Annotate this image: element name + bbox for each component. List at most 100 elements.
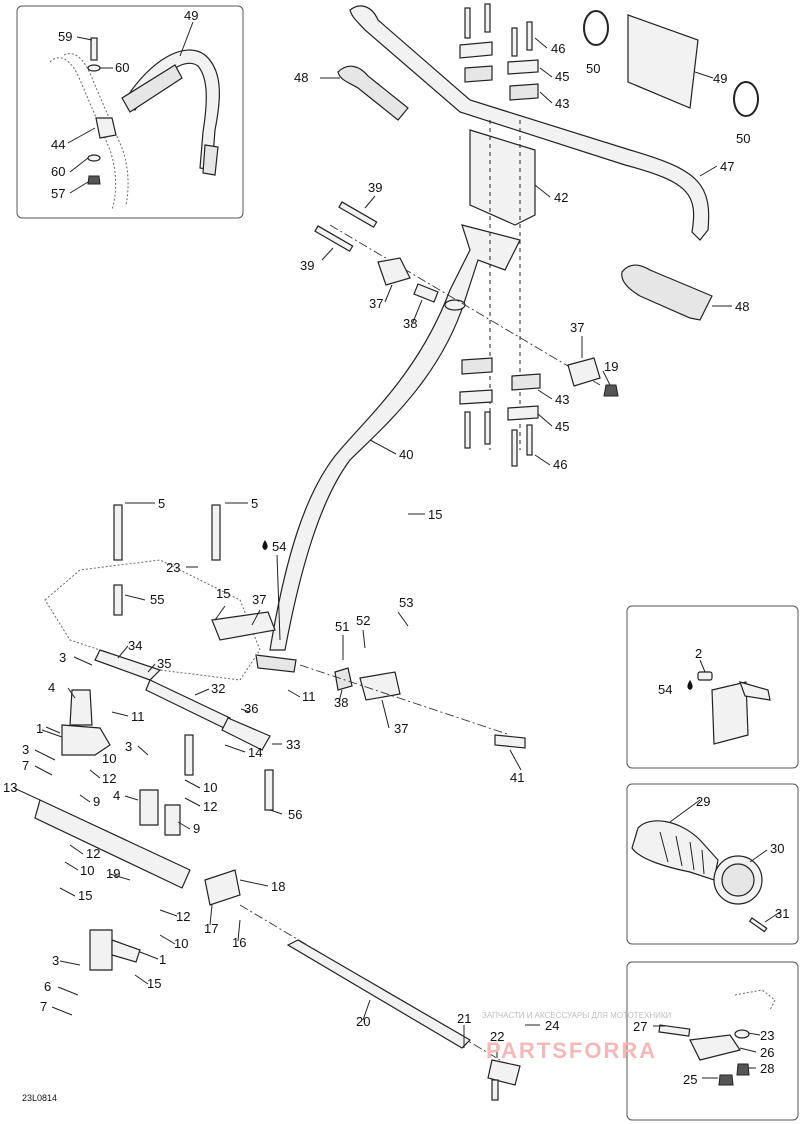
callout: 44 (51, 137, 65, 152)
callout: 12 (176, 909, 190, 924)
callout: 40 (399, 447, 413, 462)
callout: 55 (150, 592, 164, 607)
callout: 11 (131, 709, 145, 724)
callout: 47 (720, 159, 734, 174)
callout: 49 (184, 8, 198, 23)
watermark-tagline: ЗАПЧАСТИ И АКСЕССУАРЫ ДЛЯ МОТОТЕХНИКИ (482, 1011, 672, 1020)
inset-handlebar-drawing (49, 37, 220, 211)
callout: 19 (604, 359, 618, 374)
callout: 5 (251, 496, 258, 511)
callout: 37 (394, 721, 408, 736)
callout: 10 (80, 863, 94, 878)
steering-column-drawing (255, 120, 601, 673)
callout: 26 (760, 1045, 774, 1060)
callout: 11 (302, 689, 316, 704)
callout: 15 (428, 507, 442, 522)
callout: 17 (204, 921, 218, 936)
callout: 7 (22, 758, 29, 773)
screw-drawing (90, 37, 98, 61)
callout: 1 (159, 952, 166, 967)
callout: 9 (93, 794, 100, 809)
callout: 3 (125, 739, 132, 754)
callout: 45 (555, 69, 569, 84)
callout: 35 (157, 656, 171, 671)
callout: 14 (248, 745, 262, 760)
callout: 4 (113, 788, 120, 803)
watermark-brand: PARTSFORRA (486, 1038, 657, 1063)
callout: 43 (555, 392, 569, 407)
callout: 50 (586, 61, 600, 76)
callout: 36 (244, 701, 258, 716)
callout: 41 (510, 770, 524, 785)
callout: 51 (335, 619, 349, 634)
callout: 54 (658, 682, 672, 697)
callout: 33 (286, 737, 300, 752)
callout: 12 (86, 846, 100, 861)
callout: 21 (457, 1011, 471, 1026)
callout: 34 (128, 638, 142, 653)
callout: 59 (58, 29, 72, 44)
callout-labels: 49 59 60 44 60 57 48 46 45 43 50 49 50 4… (3, 8, 789, 1087)
callout: 25 (683, 1072, 697, 1087)
inset-bushing-drawing (697, 671, 771, 745)
callout: 19 (106, 866, 120, 881)
callout: 3 (22, 742, 29, 757)
callout: 60 (115, 60, 129, 75)
callout: 10 (203, 780, 217, 795)
callout: 50 (736, 131, 750, 146)
callout: 27 (633, 1019, 647, 1034)
inset-tie-rod-end-drawing (658, 989, 776, 1086)
callout: 39 (300, 258, 314, 273)
callout: 32 (211, 681, 225, 696)
callout: 39 (368, 180, 382, 195)
callout: 22 (490, 1029, 504, 1044)
callout: 48 (294, 70, 308, 85)
callout: 54 (272, 539, 286, 554)
callout: 60 (51, 164, 65, 179)
leader-lines (13, 21, 781, 1079)
callout: 37 (252, 592, 266, 607)
callout: 1 (36, 721, 43, 736)
callout: 28 (760, 1061, 774, 1076)
callout: 23 (166, 560, 180, 575)
callout: 4 (48, 680, 55, 695)
callout: 9 (193, 821, 200, 836)
lubricant-drop-icon (262, 540, 268, 550)
callout: 10 (102, 751, 116, 766)
callout: 7 (40, 999, 47, 1014)
callout: 15 (216, 586, 230, 601)
callout: 10 (174, 936, 188, 951)
callout: 53 (399, 595, 413, 610)
callout: 46 (553, 457, 567, 472)
callout: 15 (147, 976, 161, 991)
upper-clamps-drawing (314, 3, 619, 467)
callout: 18 (271, 879, 285, 894)
callout: 49 (713, 71, 727, 86)
diagram-code: 23L0814 (22, 1093, 57, 1103)
callout: 29 (696, 794, 710, 809)
callout: 12 (203, 799, 217, 814)
lower-linkage-drawing (34, 504, 526, 1101)
callout: 56 (288, 807, 302, 822)
callout: 57 (51, 186, 65, 201)
lubricant-drop-icon (687, 680, 693, 690)
callout: 43 (555, 96, 569, 111)
callout: 45 (555, 419, 569, 434)
callout: 52 (356, 613, 370, 628)
callout: 20 (356, 1014, 370, 1029)
callout: 2 (695, 646, 702, 661)
callout: 31 (775, 906, 789, 921)
callout: 38 (403, 316, 417, 331)
callout: 38 (334, 695, 348, 710)
callout: 24 (545, 1018, 559, 1033)
handlebar-pad (627, 14, 699, 109)
callout: 5 (158, 496, 165, 511)
callout: 3 (59, 650, 66, 665)
inset-boot-drawing (631, 820, 768, 933)
callout: 6 (44, 979, 51, 994)
callout: 16 (232, 935, 246, 950)
callout: 42 (554, 190, 568, 205)
inset-frame-column-bushing (626, 605, 799, 769)
callout: 30 (770, 841, 784, 856)
